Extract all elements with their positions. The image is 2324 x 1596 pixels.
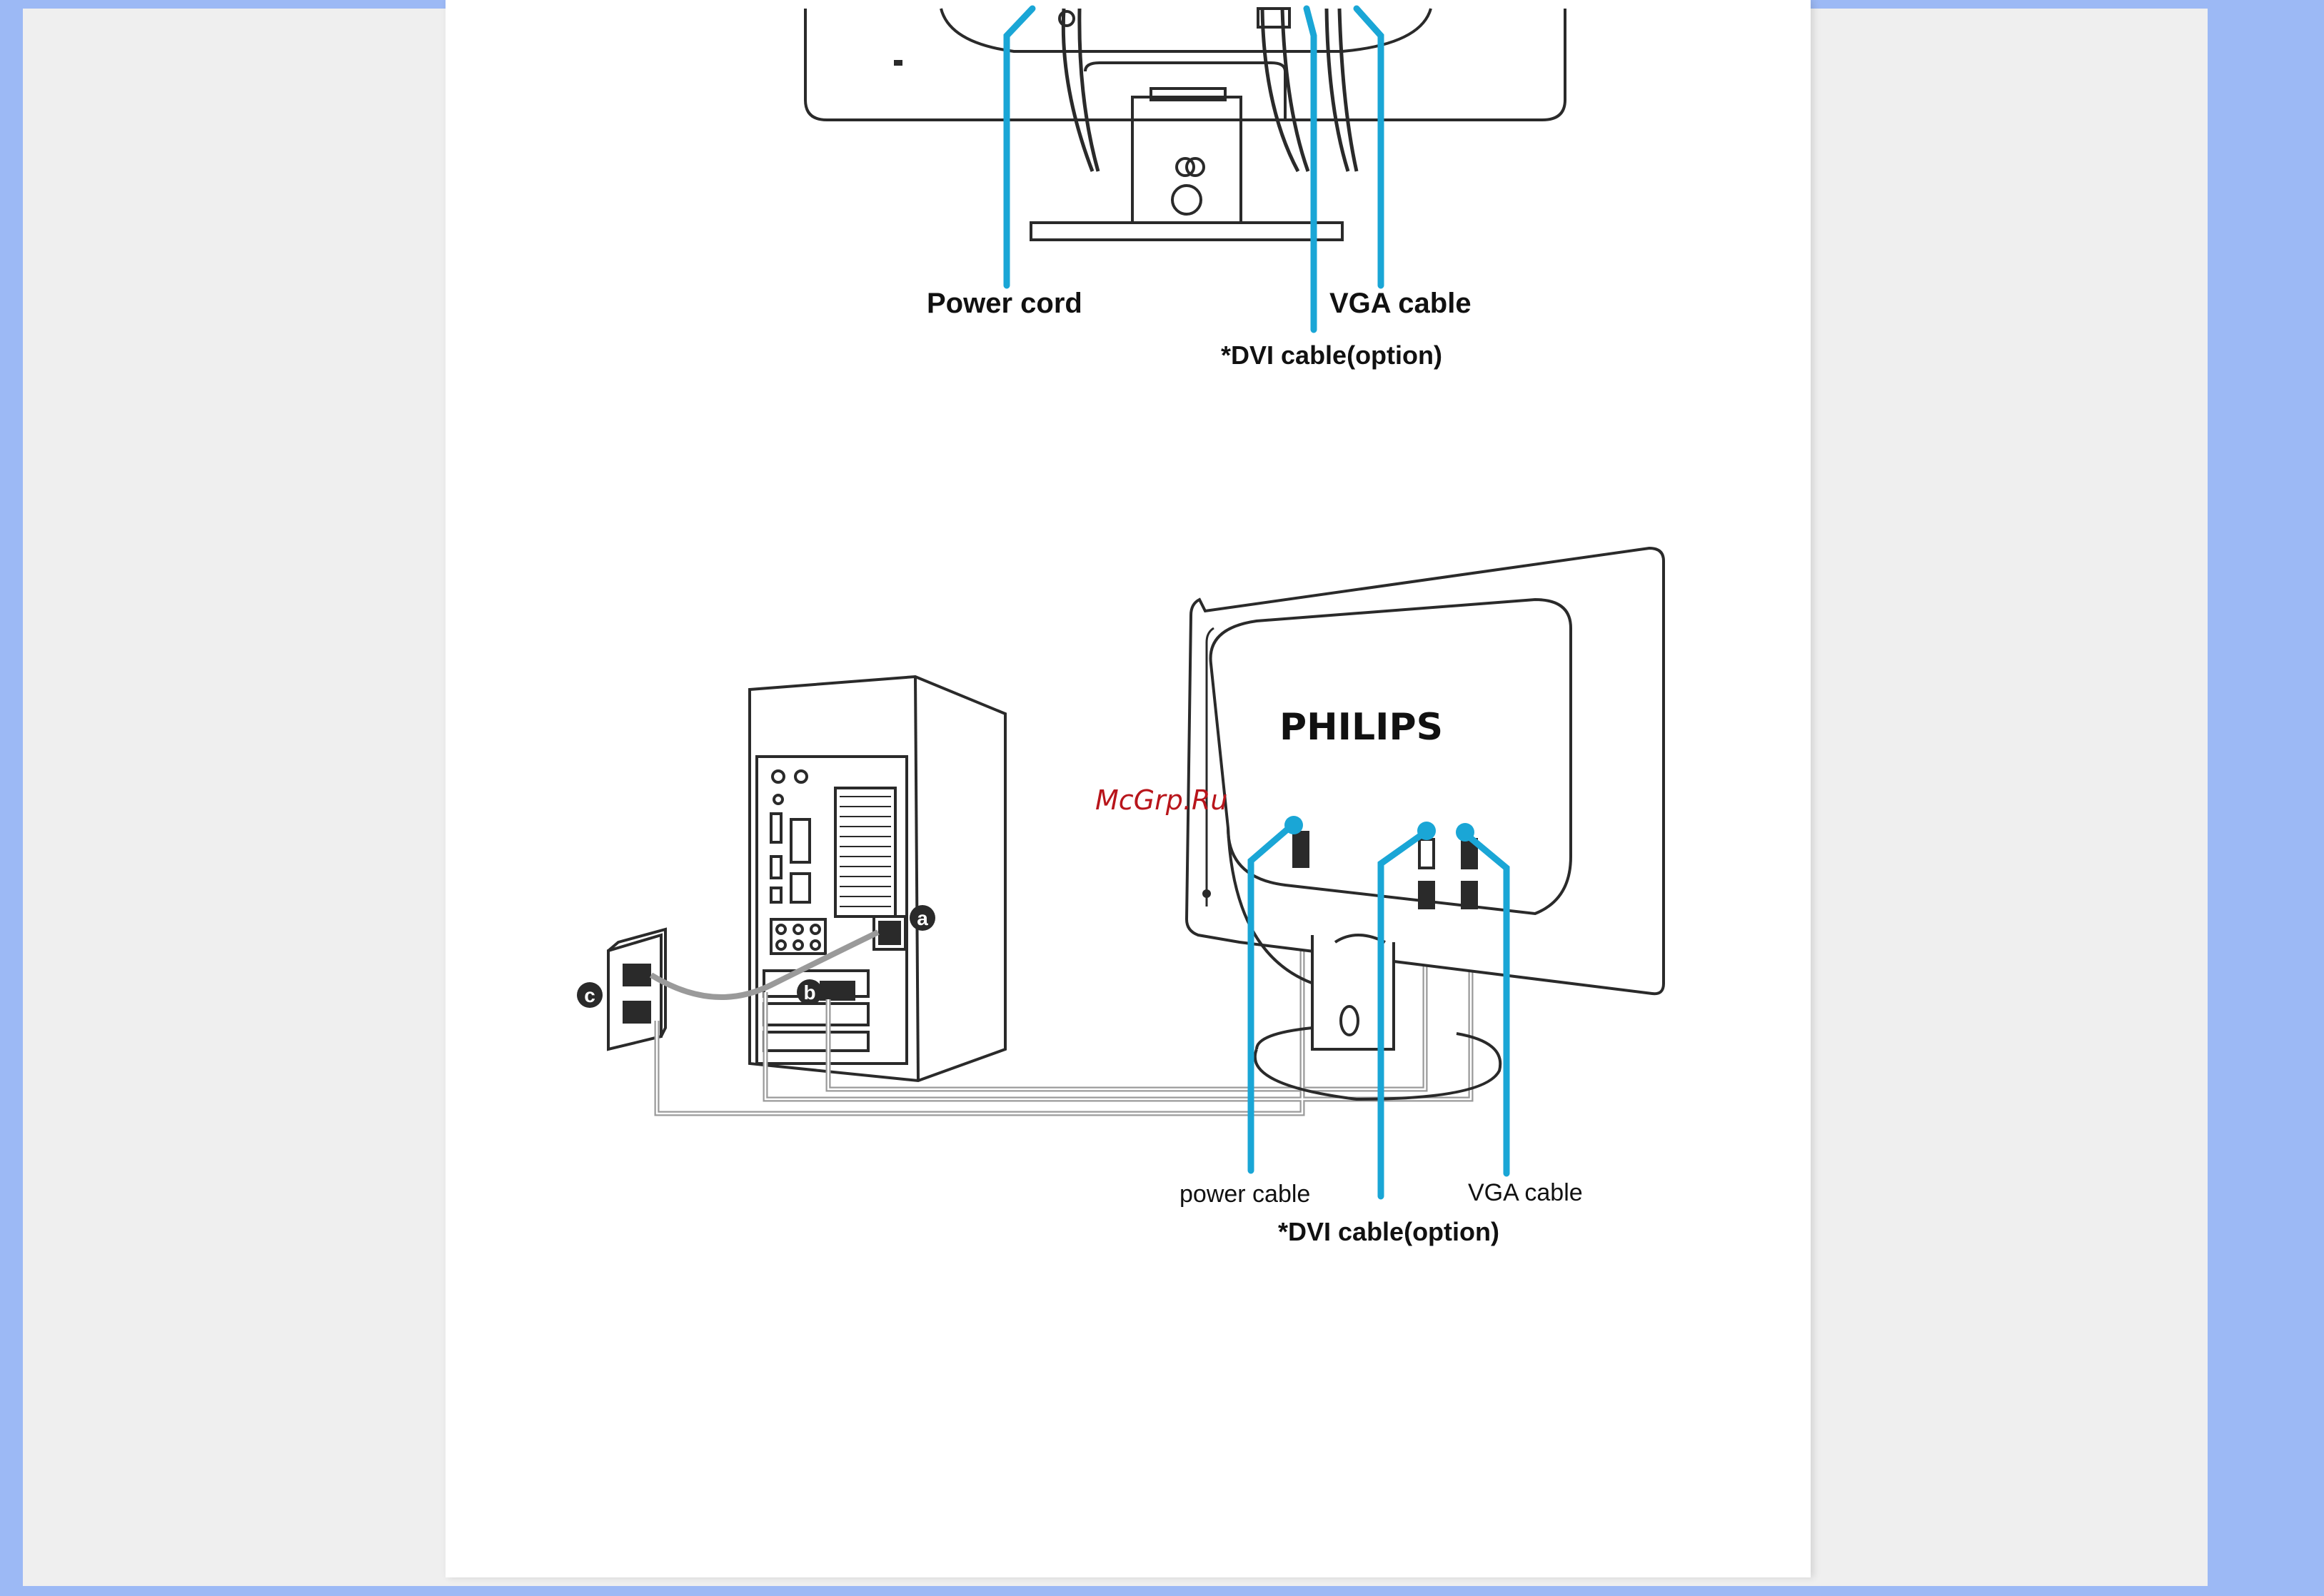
marker-b: b bbox=[797, 979, 823, 1005]
label-power-cord: Power cord bbox=[927, 288, 1082, 319]
label-vga-cable-bottom: VGA cable bbox=[1468, 1179, 1583, 1206]
philips-logo: PHILIPS bbox=[1279, 706, 1443, 749]
monitor-stand-base bbox=[1031, 223, 1342, 240]
label-vga-cable: VGA cable bbox=[1329, 288, 1472, 319]
label-dvi-cable-bottom: *DVI cable(option) bbox=[1278, 1217, 1499, 1246]
marker-c-letter: c bbox=[584, 984, 595, 1006]
kensington-mark bbox=[894, 60, 902, 66]
marker-a: a bbox=[910, 905, 935, 931]
marker-b-letter: b bbox=[803, 981, 815, 1004]
top-figure bbox=[805, 9, 1565, 240]
pc-tower bbox=[750, 677, 1005, 1081]
bottom-figure: PHILIPS a b c power cable VGA cable *DVI… bbox=[577, 548, 1664, 1246]
marker-a-letter: a bbox=[917, 907, 928, 929]
monitor-neck bbox=[1085, 63, 1285, 120]
watermark: McGrp.Ru bbox=[1095, 784, 1227, 816]
marker-c: c bbox=[577, 982, 603, 1008]
label-power-cable: power cable bbox=[1179, 1181, 1310, 1208]
label-dvi-cable: *DVI cable(option) bbox=[1221, 340, 1442, 370]
